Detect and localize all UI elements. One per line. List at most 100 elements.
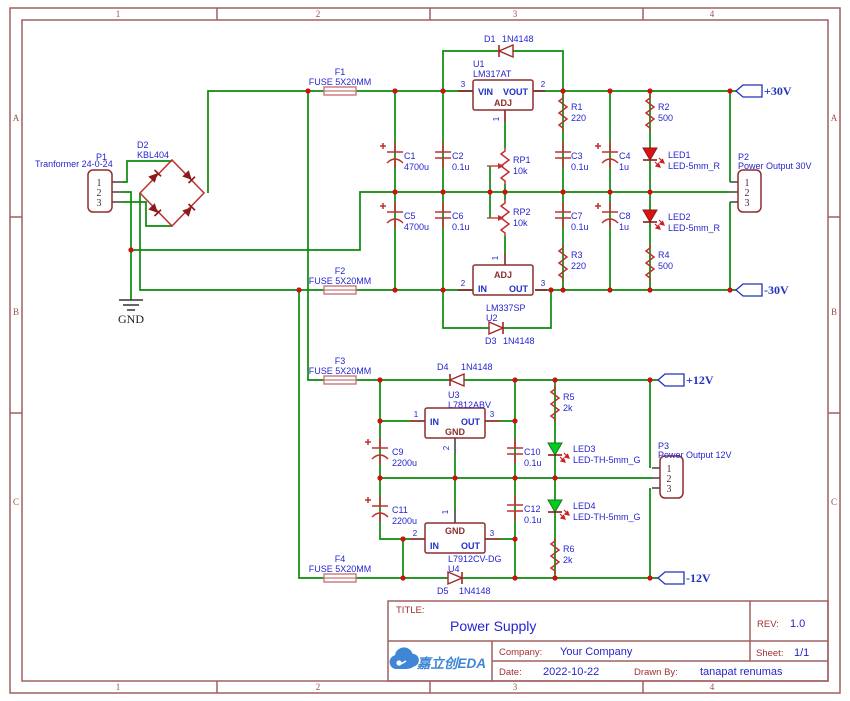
component-p1[interactable]: 1 2 3 P1 Tranformer 24-0-24 — [35, 152, 122, 213]
u4-ref: U4 — [448, 564, 460, 574]
u2-pin-num-adj: 1 — [491, 255, 500, 260]
component-u1[interactable]: VIN VOUT ADJ 3 2 1 U1 LM317AT — [458, 59, 546, 122]
r2-ref: R2 — [658, 102, 670, 112]
rev-value[interactable]: 1.0 — [790, 618, 805, 630]
u3-pin-in: IN — [430, 417, 439, 427]
u4-pin-num-out: 3 — [490, 529, 495, 538]
c9-value: 2200u — [392, 458, 417, 468]
component-c6[interactable]: C6 0.1u — [434, 201, 470, 232]
p3-pin1: 1 — [667, 464, 672, 475]
u1-ref: U1 — [473, 59, 485, 69]
u1-value: LM317AT — [473, 69, 512, 79]
component-led2[interactable]: LED2 LED-5mm_R — [642, 209, 721, 233]
drawn-by-value[interactable]: tanapat renumas — [700, 666, 783, 678]
sheet-title[interactable]: Power Supply — [450, 618, 536, 634]
component-c9[interactable]: C9 2200u — [364, 437, 417, 468]
d4-value: 1N4148 — [461, 362, 493, 372]
component-d3[interactable]: D3 1N4148 — [485, 321, 535, 346]
component-c11[interactable]: C11 2200u — [364, 495, 417, 526]
component-p3[interactable]: 1 2 3 P3 Power Output 12V — [652, 441, 732, 499]
net-flag-plus12[interactable]: +12V — [657, 373, 714, 387]
component-c4[interactable]: C4 1u — [594, 141, 631, 172]
c3-value: 0.1u — [571, 162, 589, 172]
net-flag-minus12-label: -12V — [686, 571, 711, 585]
net-flag-plus30-label: +30V — [764, 84, 792, 98]
component-led4[interactable]: LED4 LED-TH-5mm_G — [547, 499, 641, 522]
component-c12[interactable]: C12 0.1u — [506, 494, 542, 525]
p2-pin2: 2 — [745, 188, 750, 199]
component-c10[interactable]: C10 0.1u — [506, 437, 542, 468]
component-r6[interactable]: R6 2k — [550, 537, 575, 575]
c10-ref: C10 — [524, 447, 541, 457]
component-led1[interactable]: LED1 LED-5mm_R — [642, 147, 721, 171]
component-c2[interactable]: C2 0.1u — [434, 141, 470, 172]
f4-value: FUSE 5X20MM — [309, 564, 372, 574]
c8-ref: C8 — [619, 211, 631, 221]
net-flag-minus30-label: -30V — [764, 283, 789, 297]
frame-col-4-top: 4 — [710, 9, 715, 19]
component-c3[interactable]: C3 0.1u — [554, 141, 589, 172]
component-c1[interactable]: C1 4700u — [379, 141, 429, 172]
date-value[interactable]: 2022-10-22 — [543, 666, 599, 678]
net-flag-minus12[interactable]: -12V — [657, 571, 711, 585]
wires-12v-section[interactable] — [298, 91, 658, 579]
net-flag-minus30[interactable]: -30V — [735, 283, 789, 297]
component-c7[interactable]: C7 0.1u — [554, 201, 589, 232]
p1-pin1: 1 — [97, 178, 102, 189]
component-c8[interactable]: C8 1u — [594, 201, 631, 232]
component-u3[interactable]: IN OUT GND 1 3 2 U3 L7812ABV — [410, 390, 500, 455]
u2-pin-num-in: 2 — [461, 279, 466, 288]
component-f1[interactable]: F1 FUSE 5X20MM — [309, 67, 372, 96]
f1-value: FUSE 5X20MM — [309, 77, 372, 87]
component-d5[interactable]: D5 1N4148 — [437, 571, 491, 596]
gnd-symbol[interactable]: GND — [118, 299, 144, 326]
net-flag-plus12-label: +12V — [686, 373, 714, 387]
title-label: TITLE: — [396, 605, 425, 616]
component-led3[interactable]: LED3 LED-TH-5mm_G — [547, 442, 641, 465]
u4-pin-num-gnd: 1 — [441, 509, 450, 514]
frame-col-1-top: 1 — [116, 9, 121, 19]
p3-value: Power Output 12V — [658, 450, 732, 460]
c4-value: 1u — [619, 162, 629, 172]
component-u4[interactable]: GND IN OUT 2 3 1 L7912CV-DG U4 — [410, 508, 502, 574]
frame-row-b-left: B — [13, 307, 19, 317]
rev-label: REV: — [757, 619, 779, 630]
component-r2[interactable]: R2 500 — [645, 94, 673, 132]
component-f3[interactable]: F3 FUSE 5X20MM — [309, 356, 372, 385]
component-d1[interactable]: D1 1N4148 — [484, 34, 534, 58]
c11-ref: C11 — [392, 505, 408, 515]
led2-value: LED-5mm_R — [668, 223, 721, 233]
c2-value: 0.1u — [452, 162, 470, 172]
d1-ref: D1 — [484, 34, 496, 44]
frame-col-2-top: 2 — [316, 9, 321, 19]
u2-value: LM337SP — [486, 303, 526, 313]
frame-row-c-left: C — [13, 497, 19, 507]
wires-30v-section[interactable] — [122, 50, 736, 329]
component-c5[interactable]: C5 4700u — [379, 201, 429, 232]
net-flag-plus30[interactable]: +30V — [735, 84, 792, 98]
c12-value: 0.1u — [524, 515, 542, 525]
component-rp2[interactable]: RP2 10k — [486, 199, 531, 237]
component-d2-bridge[interactable]: D2 KBL404 — [137, 140, 206, 228]
component-r3[interactable]: R3 220 — [558, 244, 586, 282]
component-rp1[interactable]: RP1 10k — [486, 147, 531, 185]
r1-ref: R1 — [571, 102, 583, 112]
component-r5[interactable]: R5 2k — [550, 385, 575, 423]
eda-logo-icon — [389, 647, 419, 670]
frame-row-a-left: A — [13, 113, 20, 123]
u1-pin-vout: VOUT — [503, 87, 529, 97]
component-u2[interactable]: ADJ IN OUT 2 3 1 LM337SP U2 — [458, 253, 547, 323]
u3-pin-num-gnd: 2 — [442, 445, 451, 450]
sheet-value[interactable]: 1/1 — [794, 647, 809, 659]
r2-value: 500 — [658, 113, 673, 123]
title-block: TITLE: Power Supply REV: 1.0 Company: Yo… — [387, 600, 829, 682]
u3-ref: U3 — [448, 390, 460, 400]
component-p2[interactable]: 1 2 3 P2 Power Output 30V — [730, 152, 812, 213]
component-f4[interactable]: F4 FUSE 5X20MM — [309, 554, 372, 583]
component-r4[interactable]: R4 500 — [645, 244, 673, 282]
component-d4[interactable]: D4 1N4148 — [437, 362, 493, 387]
component-r1[interactable]: R1 220 — [558, 94, 586, 132]
company-value[interactable]: Your Company — [560, 646, 633, 658]
frame-col-2-bottom: 2 — [316, 682, 321, 692]
component-f2[interactable]: F2 FUSE 5X20MM — [309, 266, 372, 295]
